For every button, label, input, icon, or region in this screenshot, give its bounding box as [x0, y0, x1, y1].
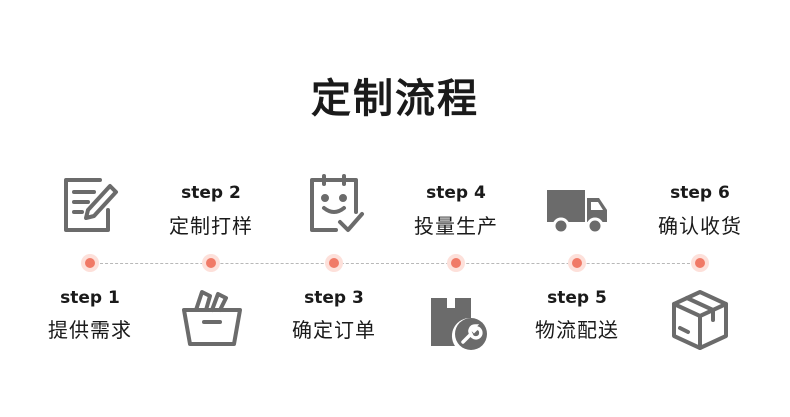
step-4-name: 投量生产 [414, 214, 498, 238]
delivery-truck-icon [545, 172, 609, 236]
document-edit-icon [58, 172, 122, 236]
step-4-dot [451, 258, 461, 268]
step-5-label: step 5 [547, 288, 607, 308]
page-title: 定制流程 [311, 76, 479, 122]
step-3-dot [329, 258, 339, 268]
factory-wrench-icon [425, 288, 489, 352]
step-3-name: 确定订单 [292, 318, 376, 342]
step-2-label: step 2 [181, 183, 241, 203]
timeline-line [90, 263, 700, 264]
step-1-name: 提供需求 [48, 318, 132, 342]
step-6-name: 确认收货 [658, 214, 742, 238]
step-4-label: step 4 [426, 183, 486, 203]
step-5-name: 物流配送 [535, 318, 619, 342]
step-1-label: step 1 [60, 288, 120, 308]
clipboard-check-icon [302, 172, 366, 236]
step-2-dot [206, 258, 216, 268]
basket-icon [180, 288, 244, 352]
step-3-label: step 3 [304, 288, 364, 308]
step-5-dot [572, 258, 582, 268]
step-2-name: 定制打样 [169, 214, 253, 238]
step-6-label: step 6 [670, 183, 730, 203]
package-box-icon [668, 288, 732, 352]
step-1-dot [85, 258, 95, 268]
step-6-dot [695, 258, 705, 268]
